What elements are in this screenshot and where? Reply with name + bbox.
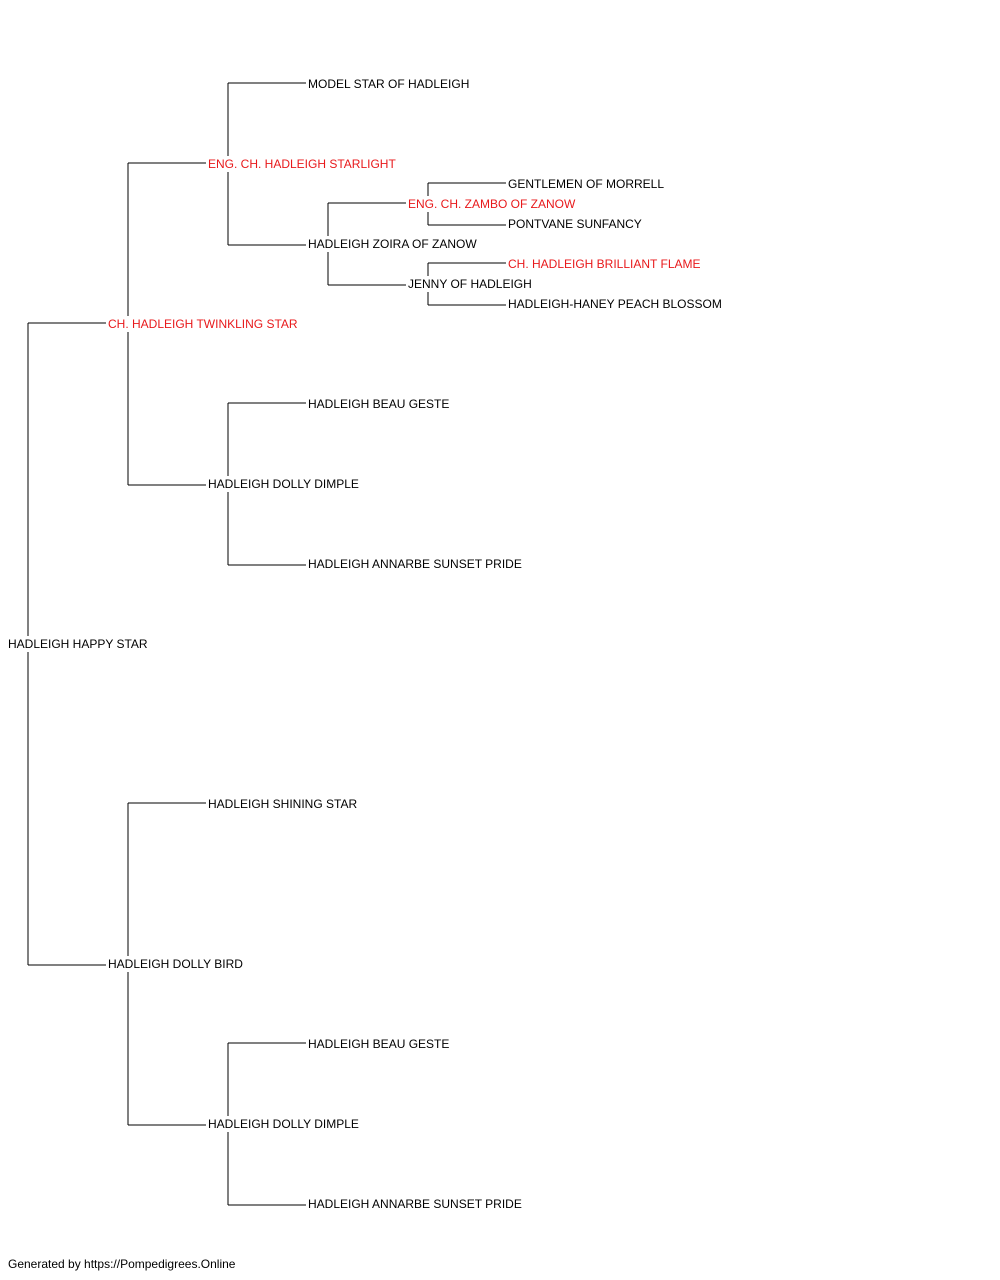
pedigree-node-model-star-of-hadleigh: MODEL STAR OF HADLEIGH [308,77,470,91]
pedigree-node-ch-hadleigh-twinkling-star: CH. HADLEIGH TWINKLING STAR [108,317,298,331]
pedigree-node-hadleigh-haney-peach-blossom: HADLEIGH-HANEY PEACH BLOSSOM [508,297,722,311]
pedigree-node-eng-ch-zambo-of-zanow: ENG. CH. ZAMBO OF ZANOW [408,197,576,211]
pedigree-node-jenny-of-hadleigh: JENNY OF HADLEIGH [408,277,532,291]
pedigree-node-hadleigh-zoira-of-zanow: HADLEIGH ZOIRA OF ZANOW [308,237,477,251]
pedigree-node-hadleigh-shining-star: HADLEIGH SHINING STAR [208,797,358,811]
pedigree-node-hadleigh-beau-geste: HADLEIGH BEAU GESTE [308,397,450,411]
pedigree-node-hadleigh-dolly-dimple: HADLEIGH DOLLY DIMPLE [208,1117,359,1131]
pedigree-node-hadleigh-annarbe-sunset-pride: HADLEIGH ANNARBE SUNSET PRIDE [308,557,522,571]
generated-by-footer: Generated by https://Pompedigrees.Online [8,1257,236,1271]
pedigree-node-ch-hadleigh-brilliant-flame: CH. HADLEIGH BRILLIANT FLAME [508,257,701,271]
pedigree-node-hadleigh-dolly-bird: HADLEIGH DOLLY BIRD [108,957,243,971]
pedigree-node-hadleigh-happy-star: HADLEIGH HAPPY STAR [8,637,148,651]
pedigree-node-pontvane-sunfancy: PONTVANE SUNFANCY [508,217,642,231]
pedigree-node-eng-ch-hadleigh-starlight: ENG. CH. HADLEIGH STARLIGHT [208,157,396,171]
pedigree-node-hadleigh-beau-geste: HADLEIGH BEAU GESTE [308,1037,450,1051]
pedigree-node-hadleigh-dolly-dimple: HADLEIGH DOLLY DIMPLE [208,477,359,491]
pedigree-node-gentlemen-of-morrell: GENTLEMEN OF MORRELL [508,177,665,191]
pedigree-node-hadleigh-annarbe-sunset-pride: HADLEIGH ANNARBE SUNSET PRIDE [308,1197,522,1211]
